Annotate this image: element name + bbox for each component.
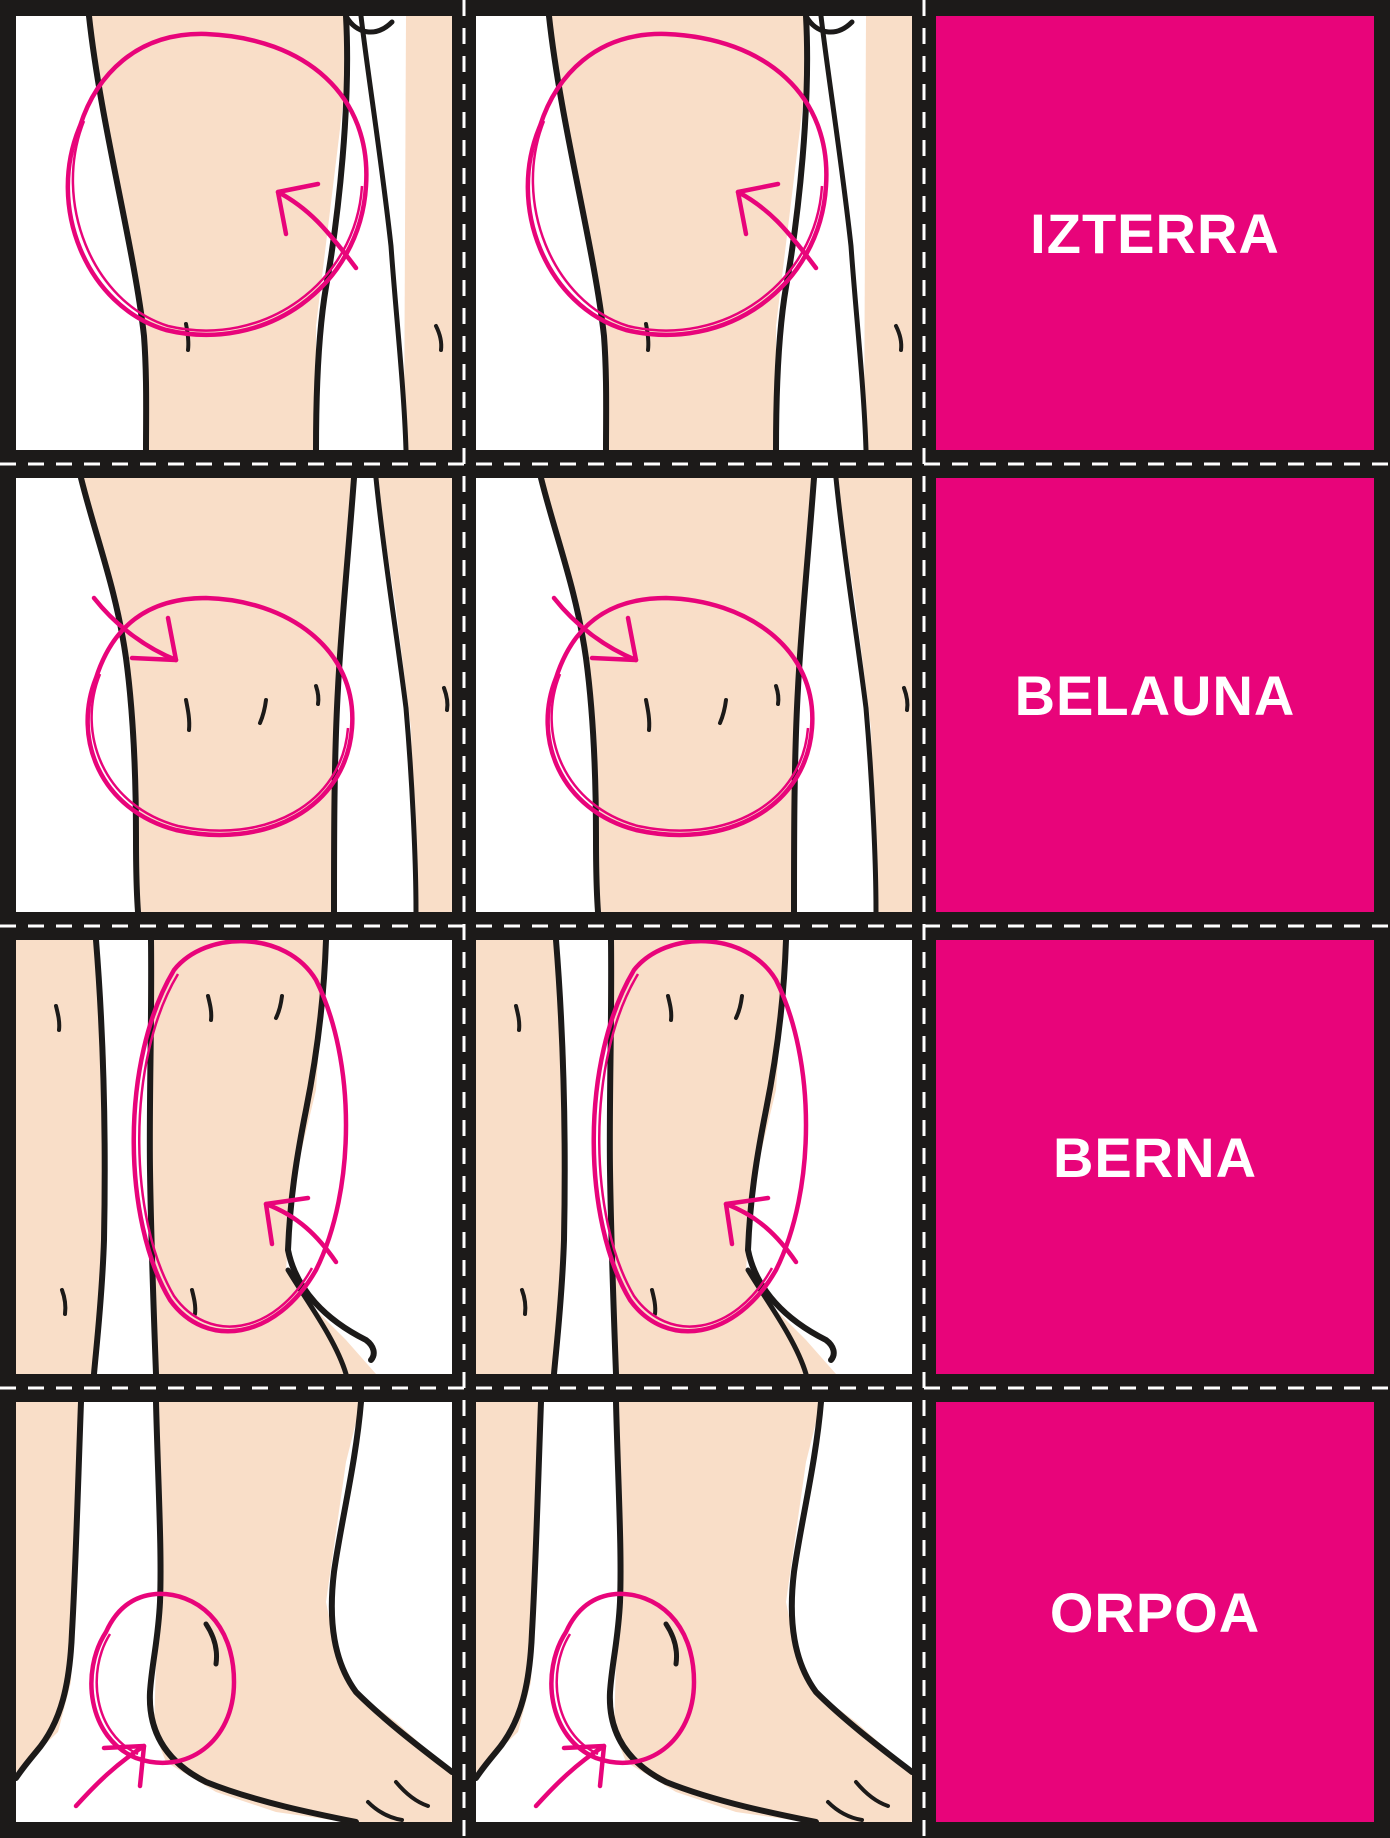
thigh-illustration-card xyxy=(16,16,452,450)
knee-label: BELAUNA xyxy=(1015,663,1296,728)
calf-illustration xyxy=(16,940,452,1374)
knee-illustration xyxy=(476,478,912,912)
knee-illustration xyxy=(16,478,452,912)
heel-illustration-card xyxy=(476,1402,912,1822)
thigh-illustration xyxy=(476,16,912,450)
calf-label-card: BERNA xyxy=(936,940,1374,1374)
thigh-label: IZTERRA xyxy=(1030,201,1280,266)
calf-illustration-card xyxy=(476,940,912,1374)
calf-illustration xyxy=(476,940,912,1374)
thigh-label-card: IZTERRA xyxy=(936,16,1374,450)
thigh-illustration xyxy=(16,16,452,450)
heel-illustration-card xyxy=(16,1402,452,1822)
heel-illustration xyxy=(16,1402,452,1822)
heel-label: ORPOA xyxy=(1050,1580,1260,1645)
knee-illustration-card xyxy=(16,478,452,912)
knee-label-card: BELAUNA xyxy=(936,478,1374,912)
calf-label: BERNA xyxy=(1053,1125,1257,1190)
thigh-illustration-card xyxy=(476,16,912,450)
heel-illustration xyxy=(476,1402,912,1822)
knee-illustration-card xyxy=(476,478,912,912)
calf-illustration-card xyxy=(16,940,452,1374)
heel-label-card: ORPOA xyxy=(936,1402,1374,1822)
